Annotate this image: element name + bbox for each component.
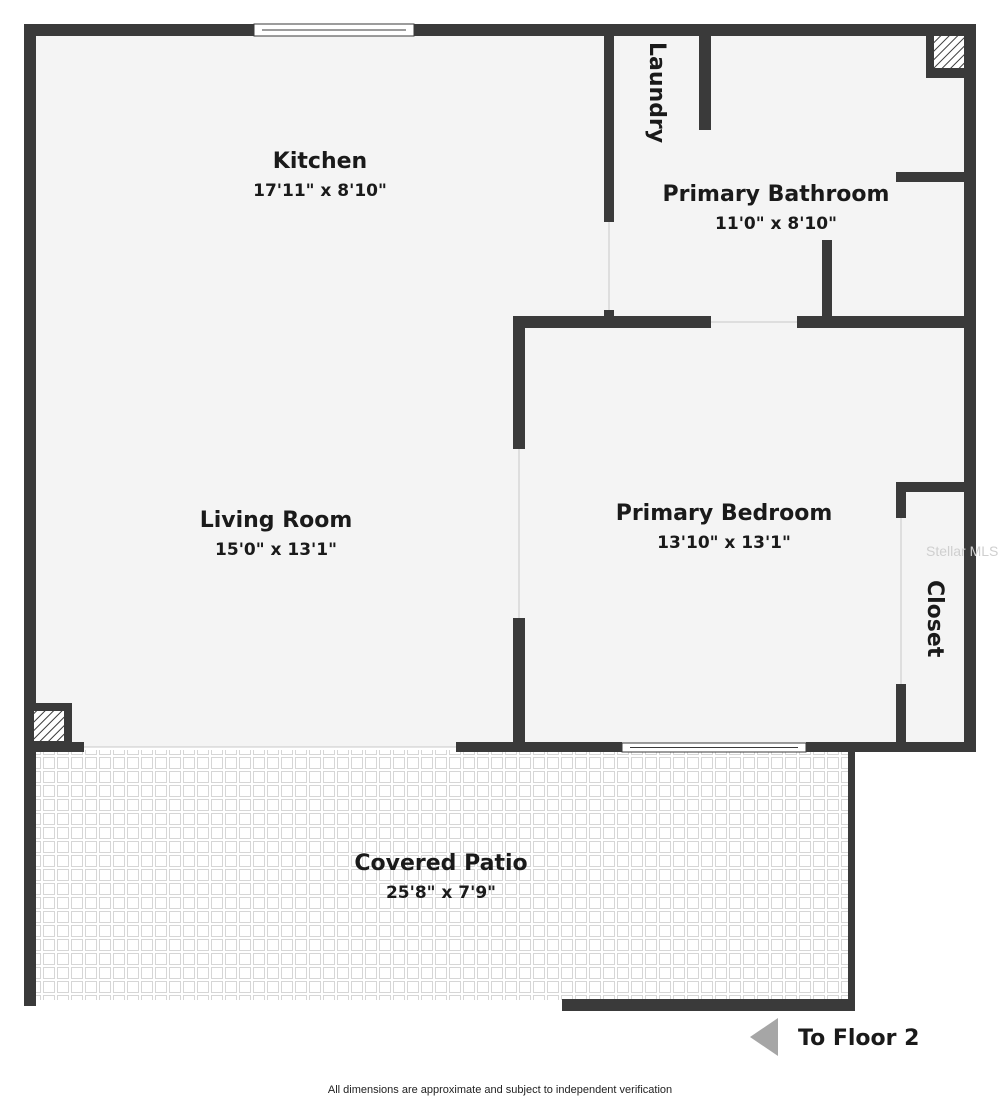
to-floor-link[interactable]: To Floor 2 — [798, 1026, 919, 1051]
left-arrow-icon[interactable] — [750, 1018, 778, 1056]
disclaimer-note: All dimensions are approximate and subje… — [327, 1084, 673, 1096]
walls — [24, 24, 976, 1011]
living-room-dims: 15'0" x 13'1" — [215, 540, 337, 560]
closet-label: Closet — [922, 580, 947, 658]
windows — [253, 23, 807, 753]
living-room-label: Living Room — [200, 508, 353, 533]
watermark: Stellar MLS — [926, 543, 998, 559]
floor-plan: Kitchen 17'11" x 8'10" Laundry Primary B… — [24, 23, 998, 1056]
laundry-label: Laundry — [644, 42, 669, 143]
covered-patio-dims: 25'8" x 7'9" — [386, 883, 496, 903]
main-floor — [32, 30, 970, 747]
primary-bathroom-label: Primary Bathroom — [663, 182, 890, 207]
primary-bedroom-label: Primary Bedroom — [616, 501, 833, 526]
chimney-hatch-top — [934, 36, 964, 68]
patio-floor — [32, 750, 850, 1000]
primary-bedroom-dims: 13'10" x 13'1" — [657, 533, 791, 553]
primary-bathroom-dims: 11'0" x 8'10" — [715, 214, 837, 234]
covered-patio-label: Covered Patio — [354, 851, 527, 876]
openings — [84, 222, 902, 748]
chimney-hatch-bottom — [34, 711, 64, 741]
kitchen-label: Kitchen — [273, 149, 367, 174]
kitchen-dims: 17'11" x 8'10" — [253, 181, 387, 201]
